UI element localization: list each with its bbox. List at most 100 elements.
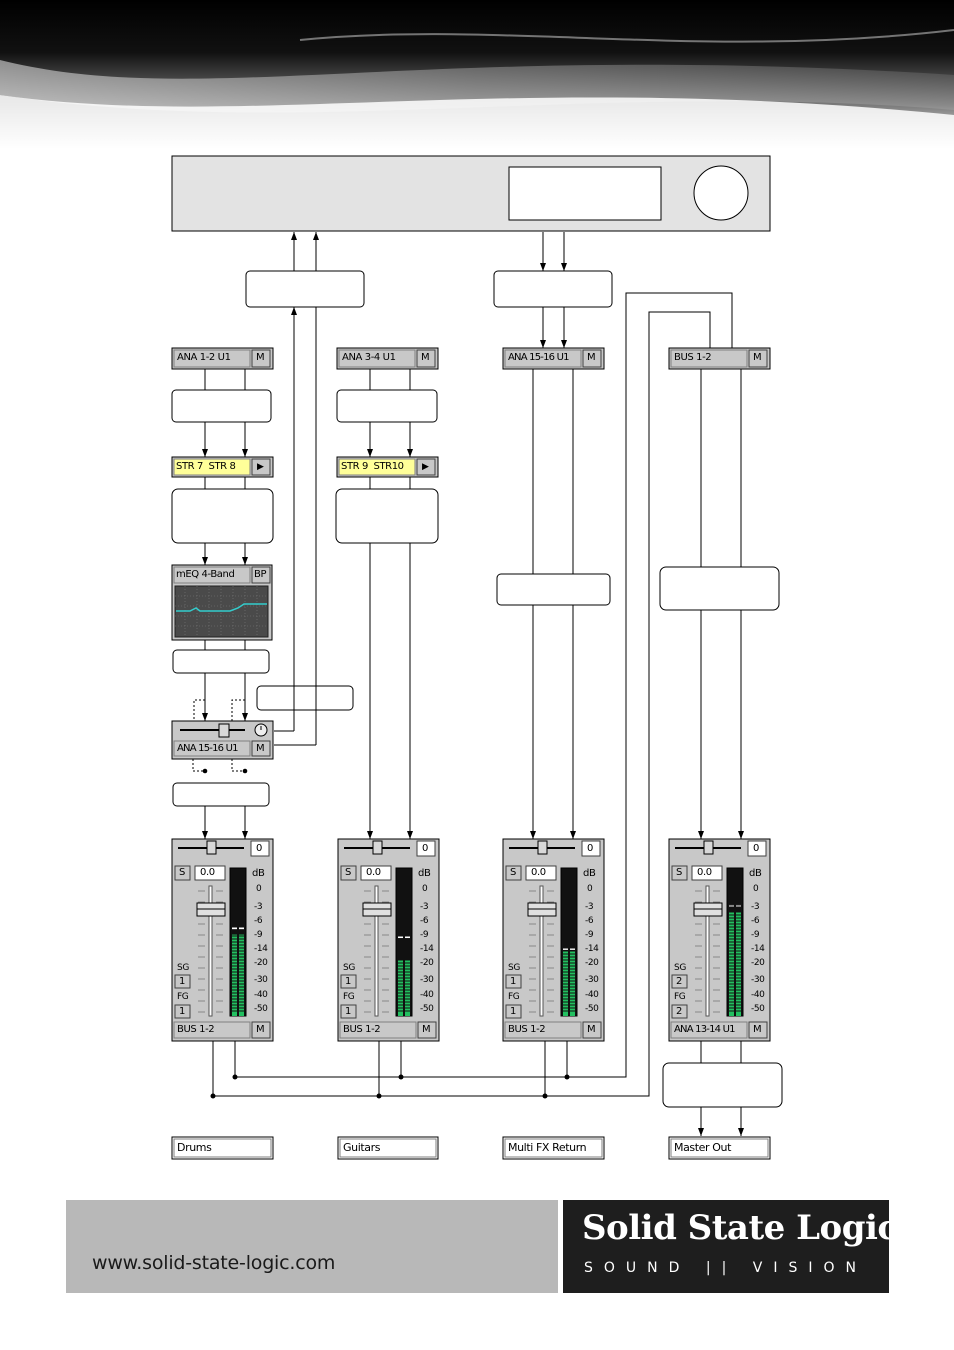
gain-box[interactable] (691, 865, 723, 881)
pan-value: 0 (256, 843, 262, 854)
eq-bypass-button[interactable]: BP (254, 569, 267, 580)
meter-peak-right (239, 927, 244, 930)
input-mute-ch2[interactable]: M (421, 352, 430, 363)
channel-name-1[interactable]: Drums (177, 1141, 212, 1154)
pan-value-box[interactable] (581, 840, 601, 857)
input-selector-ch2[interactable] (336, 347, 439, 370)
channel-name-3[interactable]: Multi FX Return (508, 1141, 587, 1154)
meter-scale-label: -9 (585, 930, 594, 940)
meter-scale-label: -50 (420, 1004, 434, 1014)
brand-tagline: SOUND || VISION (584, 1260, 867, 1276)
stream-selector-ch2[interactable] (336, 456, 439, 478)
input-selector-ch3[interactable] (502, 347, 605, 370)
pan-knob[interactable] (537, 840, 548, 855)
output-mute-button[interactable] (582, 1021, 602, 1039)
meter-scale-label: -6 (751, 916, 760, 926)
gain-box[interactable] (525, 865, 557, 881)
pan-value-box[interactable] (250, 840, 270, 857)
solo-button[interactable] (505, 865, 522, 881)
meter-scale-label: -40 (254, 990, 268, 1000)
input-mute-ch3[interactable]: M (587, 352, 596, 363)
fg-value: 1 (510, 1006, 516, 1017)
meter-scale-label: -3 (420, 902, 429, 912)
fg-box[interactable] (671, 1004, 688, 1019)
meter-bar-left (729, 912, 734, 1016)
input-selector-ch4[interactable] (668, 347, 771, 370)
callout-ch1-b (171, 488, 274, 544)
solo-button[interactable] (671, 865, 688, 881)
pan-value-box[interactable] (747, 840, 767, 857)
gain-box[interactable] (194, 865, 226, 881)
gain-box[interactable] (360, 865, 392, 881)
meter-scale-label: -30 (585, 975, 599, 985)
fg-label: FG (177, 992, 189, 1002)
sg-value: 1 (510, 976, 516, 987)
channel-name-4[interactable]: Master Out (674, 1141, 732, 1154)
send-level-knob (218, 723, 230, 738)
sg-box[interactable] (505, 974, 522, 989)
insert-widgets (171, 347, 771, 760)
stream-label-ch1: STR 7 STR 8 (176, 461, 236, 472)
unit-display (508, 166, 662, 221)
callout-ch3 (496, 573, 611, 606)
eq-plugin[interactable] (171, 564, 273, 641)
solo-button[interactable] (174, 865, 191, 881)
output-mute-button[interactable] (748, 1021, 768, 1039)
sg-box[interactable] (671, 974, 688, 989)
channel-strips (171, 838, 771, 1042)
output-selector[interactable] (173, 1021, 251, 1039)
sg-box[interactable] (340, 974, 357, 989)
db-label: dB (418, 868, 431, 879)
meter-scale-label: -30 (254, 975, 268, 985)
output-selector[interactable] (339, 1021, 417, 1039)
gain-value: 0.0 (200, 867, 215, 878)
fg-box[interactable] (340, 1004, 357, 1019)
input-mute-ch4[interactable]: M (753, 352, 762, 363)
fg-box[interactable] (174, 1004, 191, 1019)
db-label: dB (749, 868, 762, 879)
meter-scale-label: -20 (420, 958, 434, 968)
stream-arrow-ch1[interactable]: ▶ (257, 462, 264, 472)
dotted-links (192, 699, 245, 772)
fg-box[interactable] (505, 1004, 522, 1019)
signal-lines (204, 232, 742, 1136)
sg-value: 2 (676, 976, 682, 987)
callout-return (245, 270, 365, 308)
solo-button[interactable] (340, 865, 357, 881)
stream-selector-ch1[interactable] (171, 456, 274, 478)
footer-url[interactable]: www.solid-state-logic.com (92, 1252, 336, 1274)
send-mute-button[interactable]: M (256, 743, 265, 754)
input-label-ch3: ANA 15-16 U1 (508, 352, 569, 363)
fader-track (705, 885, 710, 1017)
fg-value: 1 (345, 1006, 351, 1017)
callout-ch4 (659, 566, 780, 611)
meter-peak-right (405, 936, 410, 939)
callout-send (493, 270, 613, 308)
meter-bar-right (405, 959, 410, 1016)
input-mute-ch1[interactable]: M (256, 352, 265, 363)
fg-label: FG (343, 992, 355, 1002)
pan-knob[interactable] (206, 840, 217, 855)
output-mute-button[interactable] (417, 1021, 437, 1039)
channel-name-2[interactable]: Guitars (343, 1141, 381, 1154)
meter-scale-label: -40 (420, 990, 434, 1000)
aux-send[interactable] (171, 720, 274, 760)
output-mute-button[interactable] (251, 1021, 271, 1039)
pan-knob[interactable] (703, 840, 714, 855)
input-selector-ch1[interactable] (171, 347, 274, 370)
fg-label: FG (508, 992, 520, 1002)
callout-ch2-a (336, 389, 438, 423)
meter-scale-label: 0 (587, 884, 593, 894)
stream-arrow-ch2[interactable]: ▶ (422, 462, 429, 472)
output-selector[interactable] (670, 1021, 748, 1039)
pan-value-box[interactable] (416, 840, 436, 857)
pan-knob[interactable] (372, 840, 383, 855)
header-banner (0, 0, 954, 150)
meter-peak-left (563, 947, 568, 950)
meter-scale-label: -50 (585, 1004, 599, 1014)
junction-dots (202, 768, 570, 1099)
sg-box[interactable] (174, 974, 191, 989)
output-selector[interactable] (504, 1021, 582, 1039)
meter-peak-left (232, 927, 237, 930)
